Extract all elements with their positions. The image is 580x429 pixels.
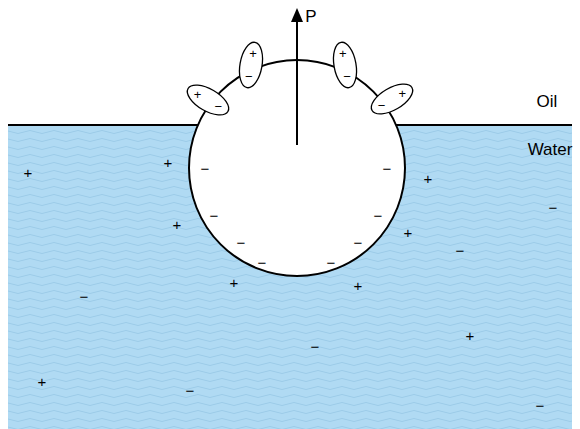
ion-charge: + xyxy=(354,278,363,293)
ion-charge: − xyxy=(186,383,195,398)
particle-border xyxy=(189,60,405,276)
dipole-charge: + xyxy=(399,87,407,100)
ion-charge: + xyxy=(24,165,33,180)
medium-label: Water xyxy=(528,141,573,158)
dipole-charge: − xyxy=(215,100,223,113)
ion-charge: − xyxy=(456,243,465,258)
ion-charge: − xyxy=(549,200,558,215)
surface-charge: − xyxy=(258,255,267,270)
ion-charge: − xyxy=(536,398,545,413)
dipole-border xyxy=(367,78,418,120)
surface-charge: − xyxy=(327,255,336,270)
arrow-head xyxy=(291,8,303,22)
dipole-charge: + xyxy=(194,88,202,101)
dipole-charge: − xyxy=(245,70,253,83)
surface-charge: − xyxy=(210,208,219,223)
ion-charge: − xyxy=(311,339,320,354)
ion-charge: + xyxy=(404,225,413,240)
surface-charge: − xyxy=(201,161,210,176)
surface-charge: − xyxy=(354,235,363,250)
particle-outline xyxy=(189,60,405,276)
surface-charge: − xyxy=(374,208,383,223)
surface-charge: − xyxy=(383,161,392,176)
dipole-arrow xyxy=(296,20,298,145)
dipole-border xyxy=(330,40,360,89)
ion-charge: + xyxy=(164,155,173,170)
arrow-label: P xyxy=(305,8,316,25)
dipole-charge: + xyxy=(249,47,257,60)
dipole-border xyxy=(183,79,234,121)
ion-charge: + xyxy=(466,328,475,343)
dipole-border xyxy=(236,40,266,89)
ion-charge: + xyxy=(230,275,239,290)
medium-label: Oil xyxy=(537,93,558,110)
dipole-charge: + xyxy=(339,47,347,60)
particle-circle: −−−−−−−− xyxy=(189,60,405,276)
dipole-charge: − xyxy=(343,70,351,83)
ion-charge: + xyxy=(38,374,47,389)
dipole-charge: − xyxy=(378,99,386,112)
surface-charge: − xyxy=(237,235,246,250)
ion-charge: + xyxy=(424,171,433,186)
ion-charge: + xyxy=(173,217,182,232)
ion-charge: − xyxy=(80,289,89,304)
